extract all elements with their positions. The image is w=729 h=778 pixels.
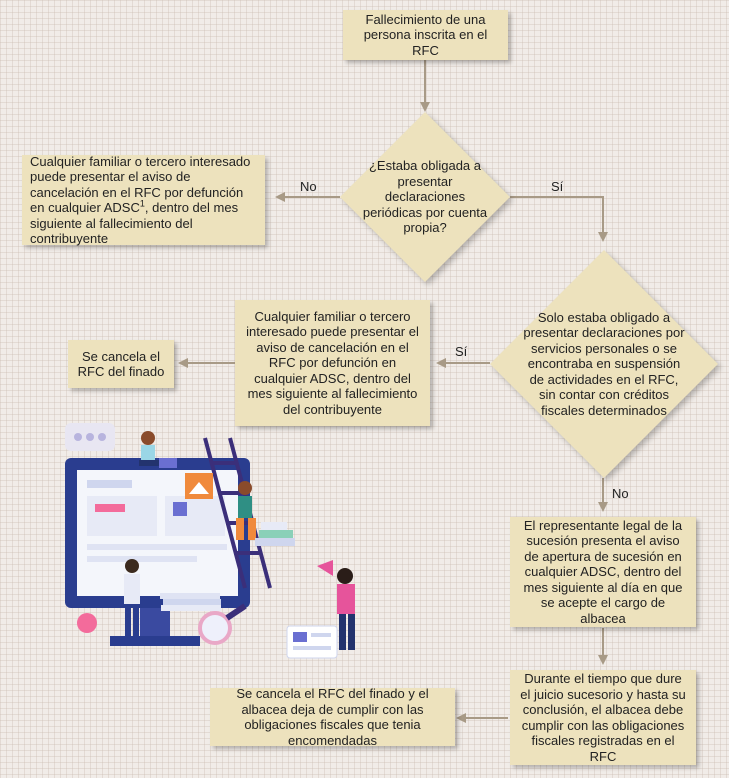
decision-2-text: Solo estaba obligado a presentar declara… bbox=[523, 309, 685, 418]
decision-1-shape bbox=[340, 112, 510, 282]
no-branch-text-1: Cualquier familiar o tercero interesado … bbox=[30, 154, 257, 247]
no-branch-box-1: Cualquier familiar o tercero interesado … bbox=[22, 154, 265, 247]
arrow-q1-yes bbox=[510, 196, 608, 242]
paper-stack-icon bbox=[160, 593, 221, 611]
no-branch-text-2: El representante legal de la sucesión pr… bbox=[523, 517, 683, 626]
person-megaphone-icon bbox=[317, 560, 355, 650]
document-card-icon bbox=[286, 625, 338, 659]
edge-label-q1-no: No bbox=[300, 179, 317, 194]
no-branch-text-1-tail: , dentro del mes siguiente al fallecimie… bbox=[30, 200, 239, 246]
end-box-1: Se cancela el RFC del finado bbox=[68, 340, 174, 388]
footnote-marker: 1 bbox=[139, 198, 145, 209]
end-box-2: Se cancela el RFC del finado y el albace… bbox=[210, 686, 455, 748]
decision-2-shape bbox=[490, 250, 718, 478]
yes-branch-box-2: Cualquier familiar o tercero interesado … bbox=[235, 300, 430, 426]
decision-2: Solo estaba obligado a presentar declara… bbox=[490, 250, 718, 478]
end-text-1: Se cancela el RFC del finado bbox=[77, 348, 165, 380]
books-icon bbox=[255, 522, 295, 546]
no-branch-text-1-main: Cualquier familiar o tercero interesado … bbox=[30, 153, 251, 216]
start-box: Fallecimiento de una persona inscrita en… bbox=[343, 10, 508, 60]
yes-branch-text-2: Cualquier familiar o tercero interesado … bbox=[246, 308, 419, 417]
decision-1: ¿Estaba obligada a presentar declaracion… bbox=[340, 112, 510, 282]
during-box: Durante el tiempo que dure el juicio suc… bbox=[510, 670, 696, 765]
edge-label-q1-yes: Sí bbox=[551, 179, 564, 194]
person-sitting-icon bbox=[139, 431, 177, 468]
during-text: Durante el tiempo que dure el juicio suc… bbox=[520, 671, 686, 764]
person-standing-icon bbox=[124, 559, 140, 639]
magnifier-icon bbox=[198, 603, 247, 645]
end-text-2: Se cancela el RFC del finado y el albace… bbox=[236, 686, 429, 748]
person-climbing-icon bbox=[236, 481, 256, 540]
edge-label-q2-yes: Sí bbox=[455, 344, 468, 359]
edge-label-q2-no: No bbox=[612, 486, 629, 501]
no-branch-box-2: El representante legal de la sucesión pr… bbox=[510, 517, 696, 627]
start-text: Fallecimiento de una persona inscrita en… bbox=[363, 11, 488, 58]
decision-1-text: ¿Estaba obligada a presentar declaracion… bbox=[362, 158, 488, 236]
office-illustration bbox=[65, 423, 355, 659]
